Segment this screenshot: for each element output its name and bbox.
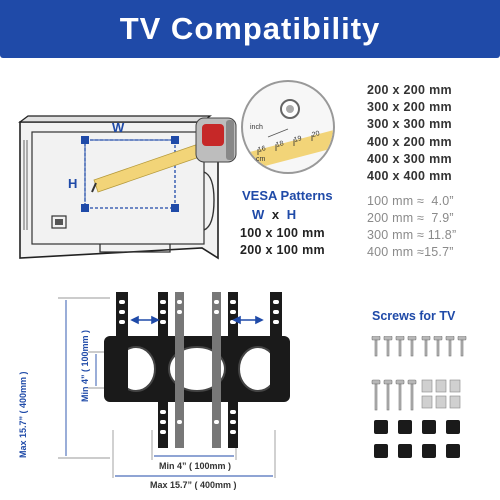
max-width-label: Max 15.7” ( 400mm ) <box>150 480 237 490</box>
width-label: W <box>112 120 125 135</box>
conversion-row: 200 mm ≈ 7.9” <box>367 211 454 225</box>
spacer-icon <box>374 420 460 458</box>
screw-icon <box>371 336 467 411</box>
title-banner <box>0 0 500 58</box>
screws-title: Screws for TV <box>372 309 456 323</box>
magnifier-icon <box>241 80 335 174</box>
size-item: 300 x 300 mm <box>367 117 452 132</box>
mount-bracket-illustration <box>58 292 290 478</box>
vesa-h: H <box>286 207 297 222</box>
max-height-label: Max 15.7” ( 400mm ) <box>18 371 28 458</box>
vesa-patterns-title: VESA Patterns <box>242 188 333 203</box>
vesa-w: W <box>252 207 265 222</box>
conversion-row: 400 mm ≈15.7” <box>367 245 454 259</box>
tv-back-illustration <box>18 115 237 260</box>
conversion-row: 100 mm ≈ 4.0” <box>367 194 454 208</box>
size-item: 400 x 200 mm <box>367 134 452 149</box>
vesa-x: x <box>271 207 280 222</box>
size-item: 200 x 200 mm <box>367 83 452 97</box>
size-item: 400 x 400 mm <box>367 169 452 184</box>
vesa-wxh-header: W x H <box>252 207 296 222</box>
measuring-tape-icon <box>195 117 237 163</box>
screws-illustration <box>371 336 467 458</box>
min-width-label: Min 4” ( 100mm ) <box>159 461 232 471</box>
page-title: TV Compatibility <box>119 11 381 46</box>
tape-unit-cm: cm <box>256 156 266 163</box>
conversion-row: 300 mm ≈ 11.8” <box>367 228 457 242</box>
vesa-row: 200 x 100 mm <box>240 243 325 257</box>
washer-icon <box>421 379 461 409</box>
vesa-row: 100 x 100 mm <box>240 226 325 240</box>
min-height-label: Min 4” ( 100mm ) <box>80 329 90 402</box>
height-label: H <box>68 176 78 191</box>
size-item: 300 x 200 mm <box>367 100 452 115</box>
size-item: 400 x 300 mm <box>367 151 452 166</box>
supported-sizes-list: 200 x 200 mm 300 x 200 mm 300 x 300 mm 4… <box>367 82 452 185</box>
tape-unit-inch: inch <box>250 124 263 131</box>
